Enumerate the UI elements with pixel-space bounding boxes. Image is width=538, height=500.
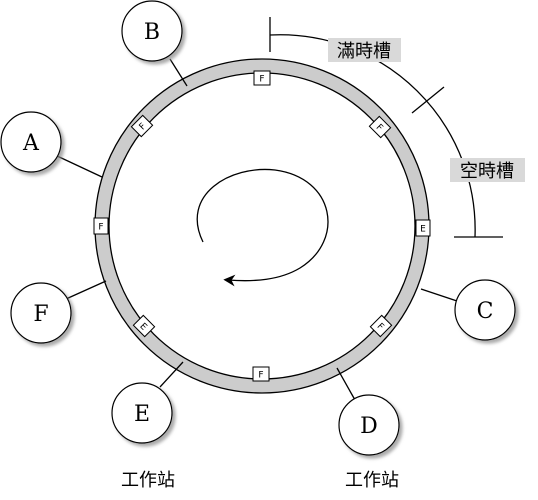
slot-label: F (259, 75, 264, 85)
slot-marker: E (415, 219, 431, 237)
empty-slot-label: 空時槽 (450, 158, 525, 182)
station-label: A (22, 131, 40, 156)
station-connectors (54, 58, 461, 401)
workstation-label-right: 工作站 (345, 470, 399, 491)
slot-marker: F (93, 217, 109, 235)
full-slot-text: 滿時槽 (337, 41, 391, 62)
slot-marker: F (130, 114, 154, 138)
station-d: D (338, 394, 400, 456)
slot-markers: F F E F F E F F (93, 70, 431, 382)
station-label: F (33, 302, 48, 327)
slot-label: E (137, 322, 148, 333)
ring (94, 58, 430, 394)
station-a: A (0, 111, 62, 173)
connector-c (420, 288, 461, 303)
station-label: D (360, 414, 378, 439)
slot-span-annotation (269, 17, 503, 238)
slot-label: F (138, 122, 149, 133)
slot-label: F (375, 322, 386, 333)
slot-label: E (420, 225, 426, 235)
workstation-label-left: 工作站 (121, 470, 175, 491)
station-label: E (134, 402, 150, 427)
connector-e (159, 361, 184, 388)
rotation-arrow-icon (196, 168, 329, 287)
slot-label: F (98, 223, 103, 233)
connector-a (54, 154, 103, 178)
empty-slot-text: 空時槽 (460, 161, 514, 182)
span-divider-tick (411, 86, 445, 114)
slot-marker: E (132, 314, 156, 338)
ring-inner-edge (108, 72, 416, 380)
station-c: C (454, 279, 516, 341)
slot-marker: F (369, 314, 393, 338)
slot-label: F (374, 123, 385, 134)
ring-band (95, 59, 429, 393)
station-f: F (10, 282, 72, 344)
full-slot-label: 滿時槽 (328, 38, 401, 62)
station-b: B (121, 0, 183, 62)
slot-marker: F (368, 115, 392, 139)
span-arc (269, 34, 476, 238)
connector-d (336, 367, 356, 401)
station-label: C (477, 299, 494, 324)
slot-label: F (258, 371, 263, 381)
station-e: E (111, 382, 173, 444)
connector-f (65, 280, 107, 300)
slot-marker: F (253, 70, 271, 86)
connector-b (169, 58, 188, 87)
rotation-arrow (196, 168, 329, 287)
slot-marker: F (252, 366, 270, 382)
station-label: B (144, 20, 160, 45)
